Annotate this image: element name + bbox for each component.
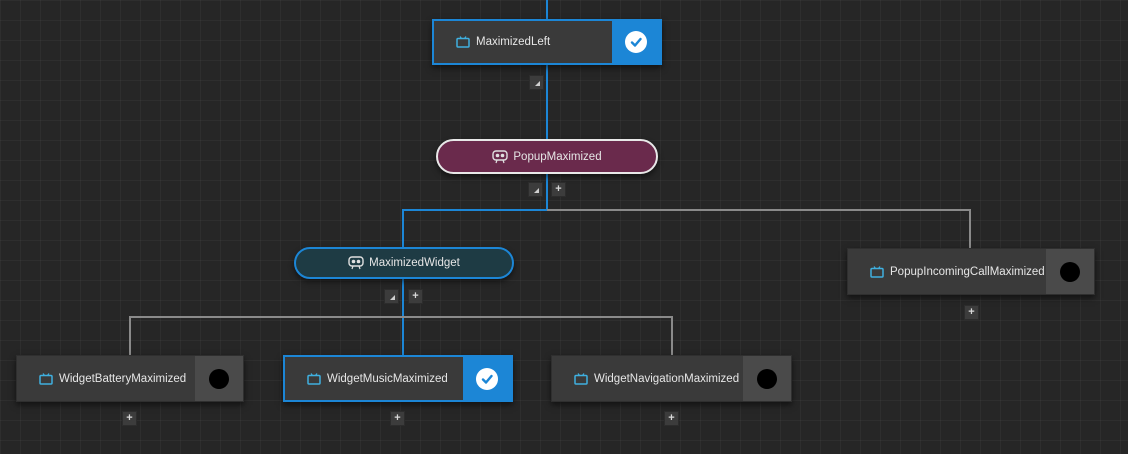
add-child-button[interactable]: +	[964, 305, 979, 320]
add-child-button[interactable]: +	[408, 289, 423, 304]
state-label: PopupIncomingCallMaximized	[890, 265, 1045, 278]
state-icon	[574, 372, 588, 385]
state-node-widget-navigation-maximized[interactable]: WidgetNavigationMaximized	[551, 355, 792, 402]
collapse-button[interactable]	[529, 75, 544, 90]
inactive-dot-icon	[1060, 261, 1080, 282]
active-indicator	[612, 21, 660, 63]
wire-popup-to-maximized-widget	[402, 173, 548, 248]
collapse-triangle-icon	[390, 295, 395, 300]
checkmark-icon	[625, 31, 647, 53]
plus-icon: +	[412, 290, 419, 302]
state-node-body: WidgetMusicMaximized	[285, 357, 463, 400]
add-child-button[interactable]: +	[122, 411, 137, 426]
wire-popup-to-incoming-call	[547, 209, 971, 248]
state-icon	[39, 372, 53, 385]
group-label: MaximizedWidget	[369, 257, 460, 269]
collapse-triangle-icon	[534, 188, 539, 193]
state-node-body: WidgetNavigationMaximized	[552, 356, 743, 401]
state-node-popup-incoming-call-maximized[interactable]: PopupIncomingCallMaximized	[847, 248, 1095, 295]
state-node-widget-music-maximized[interactable]: WidgetMusicMaximized	[283, 355, 513, 402]
checkmark-icon	[476, 367, 498, 390]
active-indicator	[463, 357, 511, 400]
state-node-body: WidgetBatteryMaximized	[17, 356, 195, 401]
add-child-button[interactable]: +	[664, 411, 679, 426]
state-label: WidgetBatteryMaximized	[59, 372, 187, 385]
plus-icon: +	[968, 306, 975, 318]
plus-icon: +	[394, 412, 401, 424]
state-node-maximized-left[interactable]: MaximizedLeft	[432, 19, 662, 65]
state-icon	[456, 36, 470, 48]
state-label: WidgetNavigationMaximized	[594, 372, 740, 385]
add-child-button[interactable]: +	[551, 182, 566, 197]
plus-icon: +	[126, 412, 133, 424]
state-label: WidgetMusicMaximized	[327, 372, 448, 385]
state-icon	[307, 372, 321, 385]
plus-icon: +	[668, 412, 675, 424]
inactive-indicator	[743, 356, 791, 401]
group-node-maximized-widget[interactable]: MaximizedWidget	[294, 247, 514, 279]
collapse-triangle-icon	[535, 81, 540, 86]
state-icon	[870, 265, 884, 278]
add-child-button[interactable]: +	[390, 411, 405, 426]
plus-icon: +	[555, 183, 562, 195]
inactive-indicator	[1046, 249, 1094, 294]
inactive-indicator	[195, 356, 243, 401]
state-node-body: PopupIncomingCallMaximized	[848, 249, 1046, 294]
state-node-body: MaximizedLeft	[434, 21, 612, 63]
group-label: PopupMaximized	[513, 150, 602, 163]
inactive-dot-icon	[209, 368, 229, 389]
wire-widget-to-navigation	[403, 316, 673, 356]
wire-widget-to-battery	[129, 316, 403, 356]
collapse-button[interactable]	[528, 182, 543, 197]
state-label: MaximizedLeft	[476, 36, 551, 48]
group-node-popup-maximized[interactable]: PopupMaximized	[436, 139, 658, 174]
group-icon	[348, 256, 364, 270]
collapse-button[interactable]	[384, 289, 399, 304]
state-node-widget-battery-maximized[interactable]: WidgetBatteryMaximized	[16, 355, 244, 402]
group-icon	[492, 149, 509, 163]
inactive-dot-icon	[757, 368, 777, 389]
